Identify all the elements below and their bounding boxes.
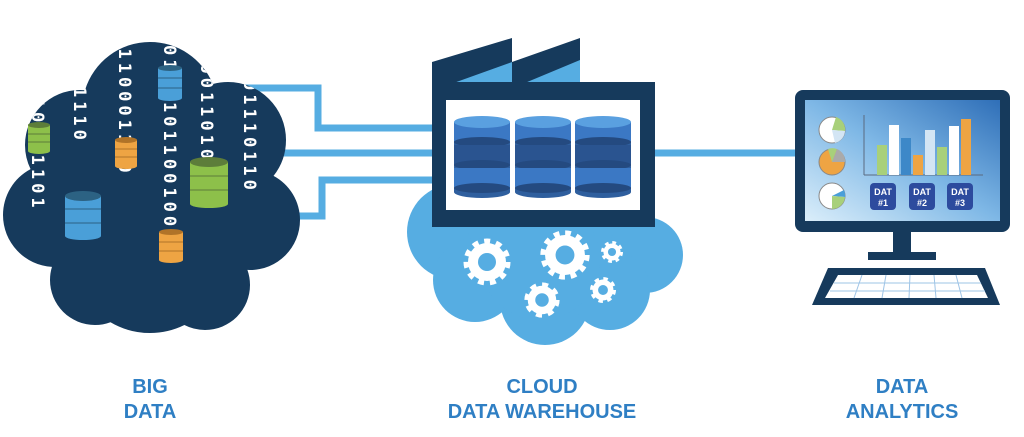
label-big-data: BIG DATA (20, 375, 280, 425)
pie-chart-icon (818, 182, 846, 210)
database-icon (575, 116, 631, 198)
dat-button-label: DAT (951, 187, 969, 197)
label-line: DATA (123, 401, 177, 423)
database-icon (159, 229, 183, 263)
connector-top (240, 84, 440, 132)
database-icon (158, 65, 182, 101)
binary-column: 00111110 (69, 30, 89, 144)
dat-button-number: #3 (955, 198, 965, 208)
dat-button-number: #1 (878, 198, 888, 208)
dat-button-number: #2 (917, 198, 927, 208)
database-icon (515, 116, 571, 198)
dat-button: DAT#2 (909, 183, 935, 210)
pie-chart-icon (818, 148, 846, 176)
binary-column: 01110110 (239, 80, 259, 194)
label-line: DATA (875, 376, 929, 398)
label-data-analytics: DATA ANALYTICS (772, 375, 1024, 425)
gear-icon (524, 282, 560, 318)
database-icon (115, 137, 137, 169)
database-icon (65, 191, 101, 240)
binary-column: 1100110100 (196, 35, 216, 177)
dat-button-label: DAT (874, 187, 892, 197)
gear-icon (601, 241, 623, 263)
database-icon (28, 122, 50, 154)
connector-lines (240, 84, 800, 220)
big-data-cloud: 0111001110100111110001100011000101101100… (3, 30, 300, 333)
label-line: DATA WAREHOUSE (447, 401, 637, 423)
connector-bottom (280, 176, 440, 220)
dat-button: DAT#3 (947, 183, 973, 210)
label-line: CLOUD (506, 376, 578, 398)
dat-button-label: DAT (913, 187, 931, 197)
gear-icon (590, 277, 616, 303)
label-cloud-data-warehouse: CLOUD DATA WAREHOUSE (412, 375, 672, 425)
database-icon (454, 116, 510, 198)
gear-icon (463, 238, 511, 286)
gears (463, 230, 623, 318)
bar-chart-icon (863, 115, 983, 176)
label-line: ANALYTICS (845, 401, 959, 423)
label-line: BIG (132, 376, 168, 398)
warehouse-building (432, 38, 655, 227)
gear-icon (540, 230, 590, 280)
pie-chart-icon (818, 116, 846, 144)
dat-button: DAT#1 (870, 183, 896, 210)
database-icon (190, 157, 228, 208)
